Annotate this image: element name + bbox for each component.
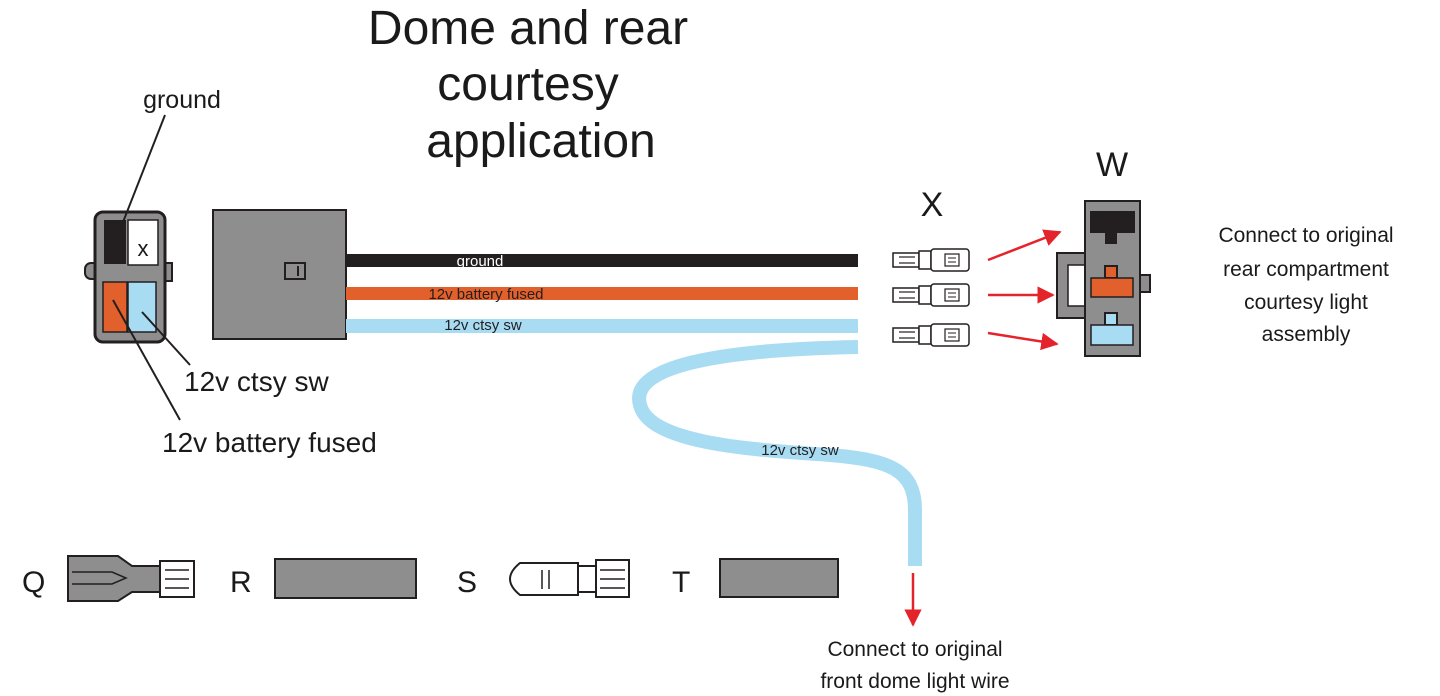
- arrow-ground-to-w: [987, 229, 1062, 262]
- title-line-1: Dome and rear: [368, 2, 688, 55]
- front-note-line-2: front dome light wire: [820, 670, 1009, 693]
- front-note-line-1: Connect to original: [827, 638, 1002, 661]
- rear-note-line-3: courtesy light: [1244, 291, 1368, 314]
- title-line-3: application: [426, 115, 656, 168]
- bullet-terminal-icon: [509, 559, 630, 598]
- gray-rectangle-icon: [274, 558, 417, 599]
- terminal-ctsy: [892, 323, 970, 347]
- rear-note-line-4: assembly: [1262, 323, 1351, 346]
- plug-label-ground: ground: [143, 86, 221, 114]
- battery-wire: [346, 287, 858, 300]
- plug-label-battery: 12v battery fused: [162, 427, 377, 458]
- gray-rectangle-icon: [719, 558, 839, 598]
- wire-label-dome-branch: 12v ctsy sw: [761, 442, 839, 459]
- ground-callout-line: [115, 114, 166, 241]
- dome-branch-wire: [632, 340, 922, 566]
- ctsy-wire: [346, 319, 858, 333]
- plug-x-mark: x: [138, 236, 149, 261]
- rear-note-line-2: rear compartment: [1223, 258, 1389, 281]
- rear-light-connector: [1056, 200, 1151, 357]
- terminal-battery: [892, 283, 970, 307]
- legend-letter-r: R: [230, 566, 252, 599]
- legend-letter-s: S: [457, 566, 477, 599]
- terminal-group-label: X: [921, 186, 944, 224]
- title-line-2: courtesy: [437, 58, 618, 111]
- control-module: [212, 209, 347, 340]
- wire-label-ctsy: 12v ctsy sw: [444, 317, 522, 334]
- battery-callout-line: [112, 299, 181, 421]
- legend-letter-t: T: [672, 566, 690, 599]
- terminal-ground: [892, 248, 970, 272]
- rear-assembly-label: W: [1096, 146, 1128, 184]
- wire-label-battery: 12v battery fused: [428, 286, 543, 303]
- ctsy-callout-line: [141, 311, 191, 366]
- rear-note-line-1: Connect to original: [1218, 224, 1393, 247]
- plug-label-ctsy: 12v ctsy sw: [184, 366, 329, 397]
- spade-terminal-icon: [67, 555, 195, 602]
- arrow-ctsy-to-w: [987, 331, 1059, 351]
- harness-plug: [84, 210, 173, 344]
- wire-label-ground: ground: [457, 253, 504, 270]
- legend-letter-q: Q: [22, 566, 45, 599]
- ground-wire: [346, 254, 858, 267]
